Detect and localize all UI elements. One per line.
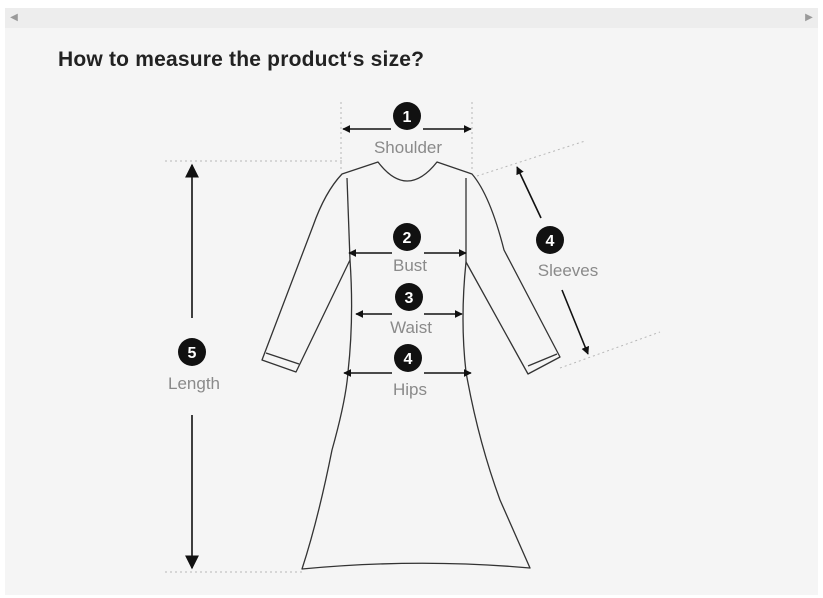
badge-circle	[395, 283, 423, 311]
left-armhole-seam	[346, 177, 351, 261]
scroll-left-icon[interactable]: ◀	[10, 12, 18, 23]
sleeve-guide-top	[476, 140, 586, 177]
right-cuff-seam	[527, 353, 558, 367]
length-label: Length	[168, 374, 220, 393]
waist-number: 3	[405, 290, 414, 307]
sleeves-number: 4	[546, 233, 555, 250]
badge-waist: 3	[395, 283, 423, 311]
badge-circle	[536, 226, 564, 254]
shoulder-number: 1	[403, 109, 412, 126]
measurement-arrows	[185, 125, 589, 570]
guide-lines	[165, 102, 661, 573]
dress-outline	[261, 161, 561, 570]
dress-body	[261, 161, 561, 570]
badge-circle	[393, 102, 421, 130]
hips-label: Hips	[393, 380, 427, 399]
sleeves-label: Sleeves	[538, 261, 598, 280]
waist-label: Waist	[390, 318, 432, 337]
bust-number: 2	[403, 230, 412, 247]
badge-circle	[393, 223, 421, 251]
badge-sleeves: 4	[536, 226, 564, 254]
shoulder-label: Shoulder	[374, 138, 442, 157]
left-cuff-seam	[265, 352, 300, 365]
badge-hips: 4	[394, 344, 422, 372]
bust-label: Bust	[393, 256, 427, 275]
page-title: How to measure the product‘s size?	[58, 48, 425, 71]
scroll-right-icon[interactable]: ▶	[805, 12, 813, 23]
badge-length: 5	[178, 338, 206, 366]
badge-shoulder: 1	[393, 102, 421, 130]
length-number: 5	[188, 345, 197, 362]
sleeve-arrow-bottom	[561, 289, 589, 355]
badge-bust: 2	[393, 223, 421, 251]
badge-circle	[394, 344, 422, 372]
badge-circle	[178, 338, 206, 366]
sleeve-guide-bottom	[559, 331, 661, 369]
horizontal-scrollbar[interactable]: ◀ ▶	[5, 8, 818, 28]
hips-number: 4	[404, 351, 413, 368]
sleeve-arrow-top	[516, 166, 542, 219]
